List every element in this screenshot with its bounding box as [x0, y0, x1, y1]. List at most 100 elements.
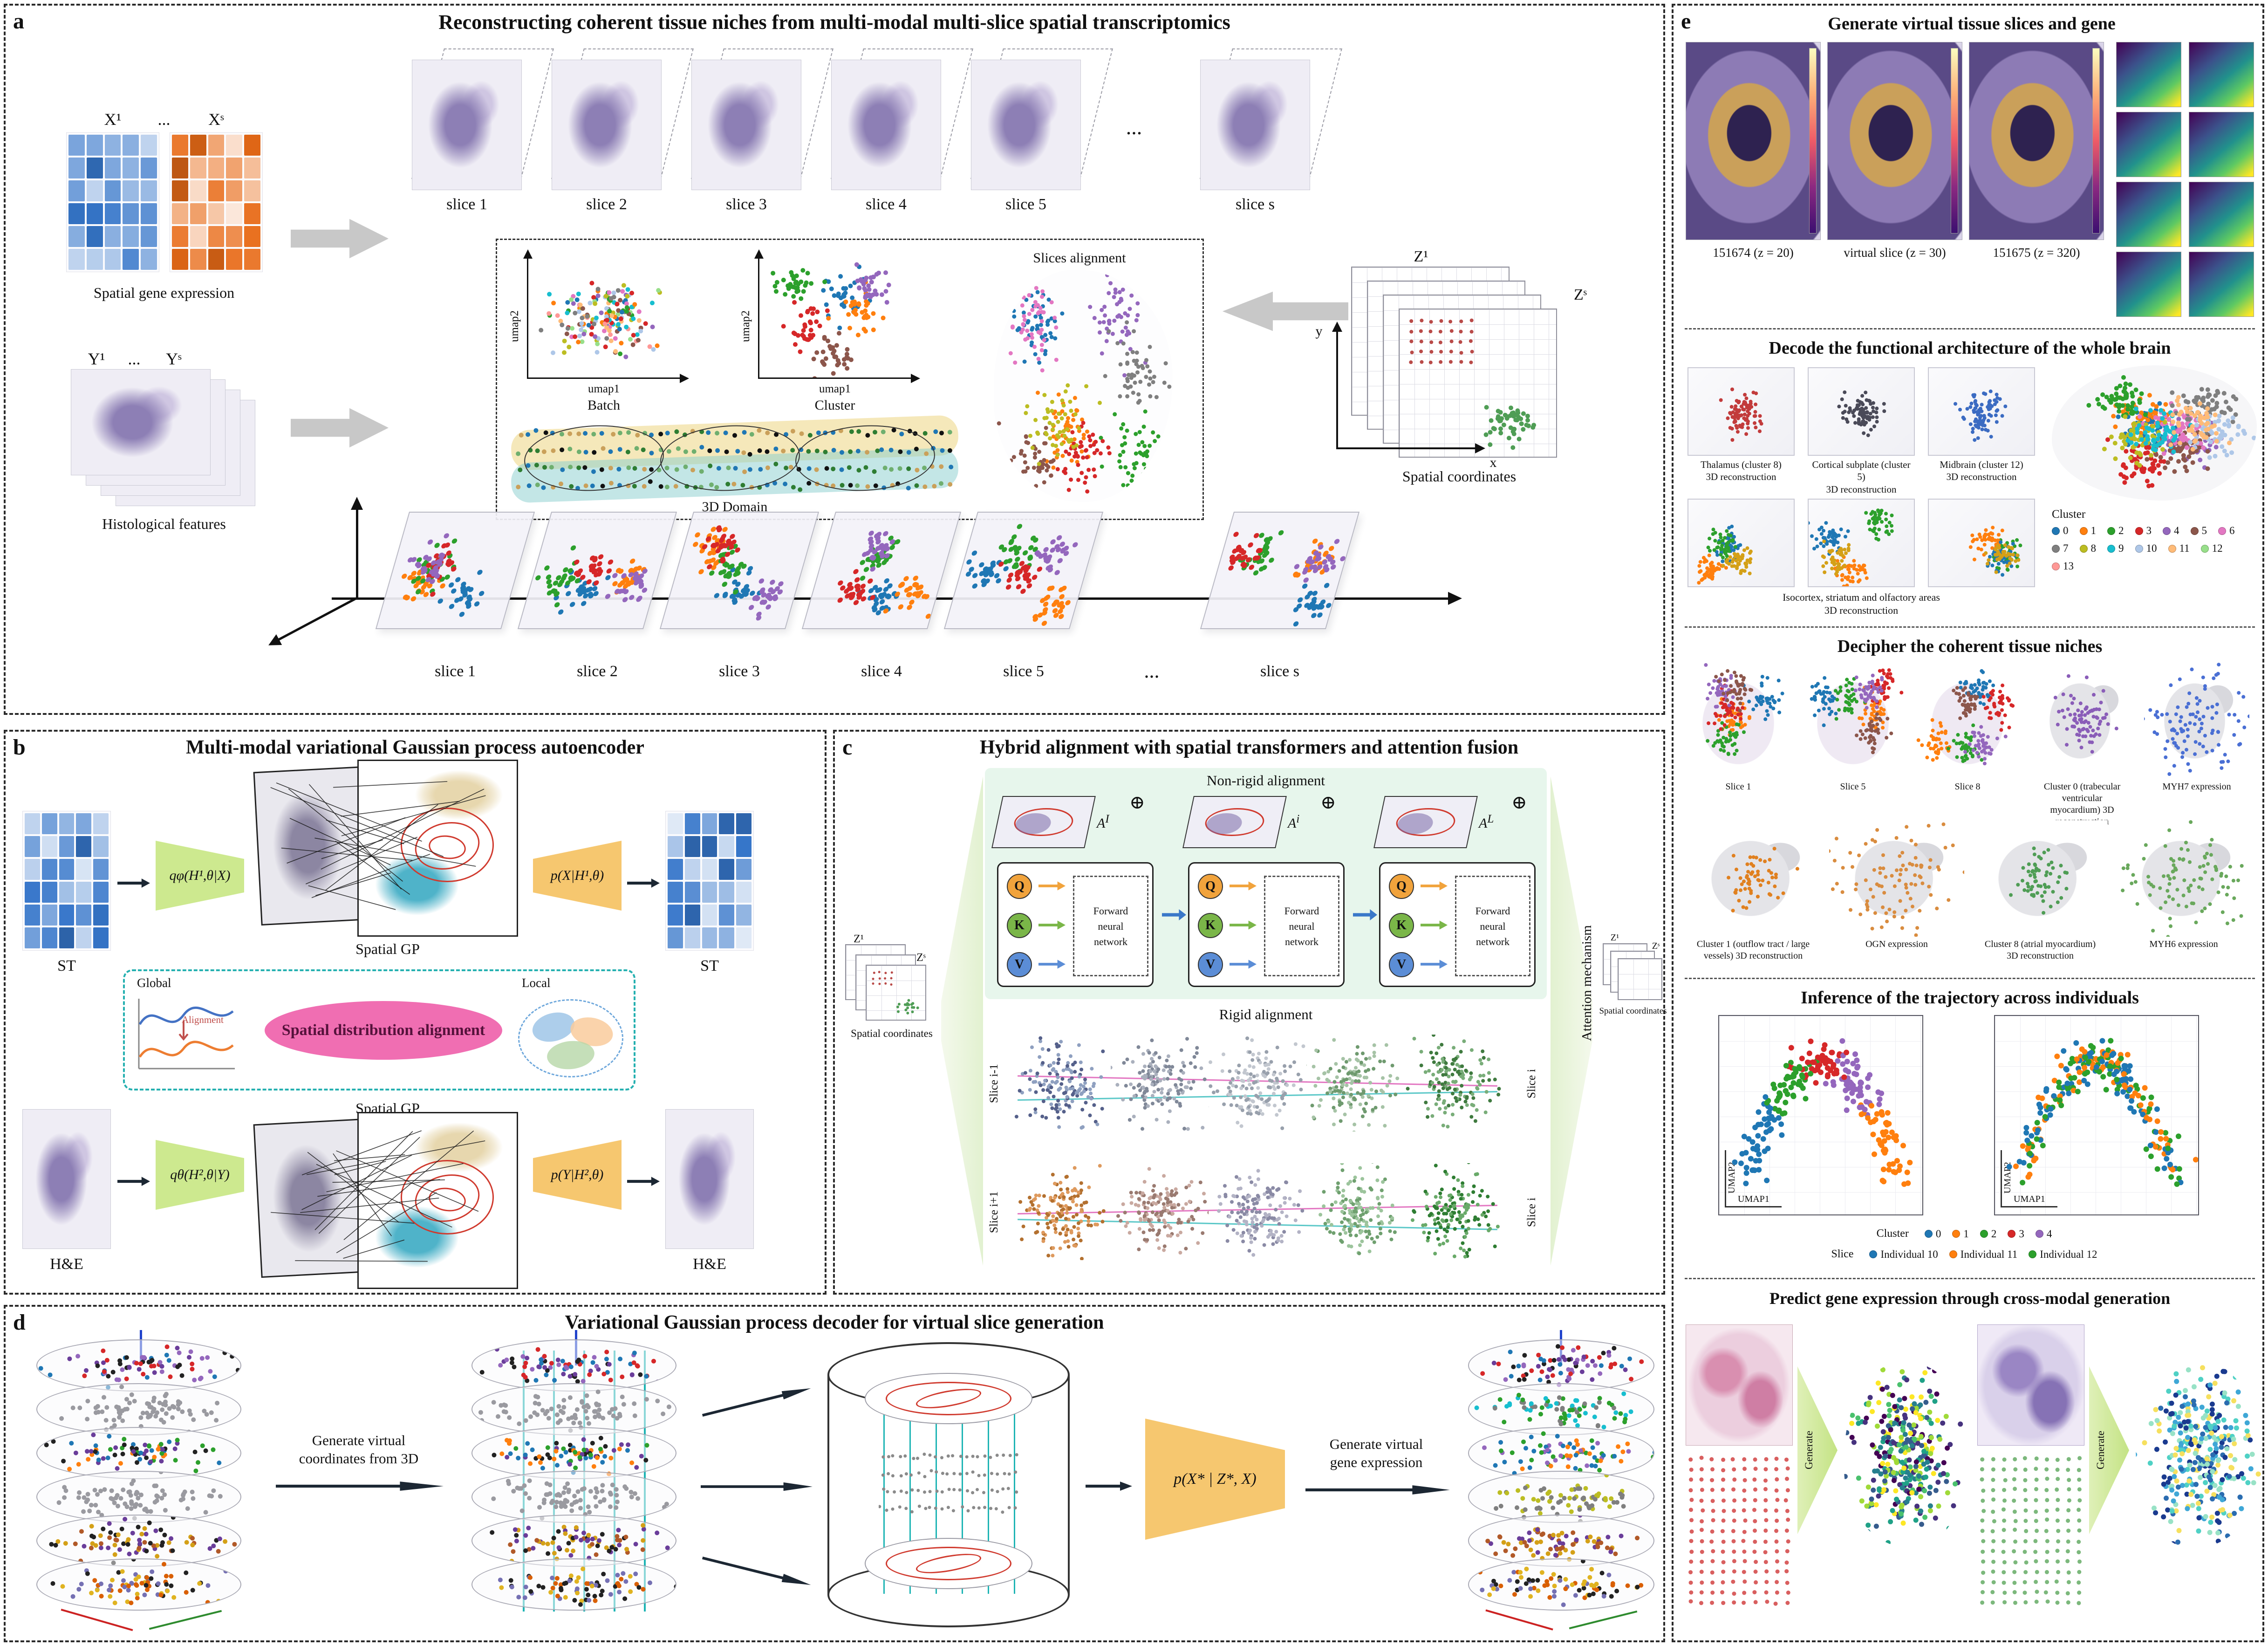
heart-slice-5 — [1800, 663, 1906, 779]
panel-d: d Variational Gaussian process decoder f… — [4, 1305, 1665, 1642]
k-arrow-icon — [1421, 920, 1448, 930]
fan-arrow — [701, 1482, 813, 1491]
coords-caption: Spatial coordinates — [1402, 468, 1517, 485]
section3-title: Decipher the coherent tissue niches — [1837, 637, 2103, 656]
slice-disc — [36, 1558, 241, 1611]
ogn-expression — [1829, 820, 1964, 937]
q-node: Q — [1198, 874, 1223, 899]
he-image-out — [665, 1109, 754, 1249]
contour-slice — [865, 1538, 1032, 1589]
transformer-unit-2: Ai ⊕ Q K V Forward neural network — [1182, 792, 1350, 993]
arrow — [117, 1177, 150, 1186]
slice3d-label: slice 2 — [577, 663, 618, 680]
nonrigid-label: Non-rigid alignment — [1207, 772, 1325, 789]
slice3d-label: slice 5 — [1003, 663, 1044, 680]
umap-batch-xarrow — [680, 374, 689, 383]
coords-card-front — [866, 965, 926, 1021]
z1-label: Z¹ — [1610, 933, 1619, 943]
legend-label: Individual 11 — [1960, 1248, 2018, 1260]
umap-batch-caption: Batch — [587, 398, 620, 413]
trajectory-slice-legend: Slice Individual 10 Individual 11 Indivi… — [1692, 1248, 2248, 1261]
slice3d-1 — [375, 512, 535, 629]
section5-title: Predict gene expression through cross-mo… — [1769, 1289, 2171, 1308]
slice-label: slice 4 — [866, 196, 907, 213]
integration-box: umap2 umap1 Batch umap2 umap1 Cluster Sl… — [496, 239, 1204, 520]
legend-dot — [2079, 544, 2088, 553]
attention-label: Attention mechanism — [1579, 925, 1594, 1042]
pointcloud — [1013, 1163, 1111, 1260]
legend-label: 7 — [2063, 542, 2069, 554]
decoder-x: p(X|H¹,θ) — [533, 841, 622, 911]
legend-label: 8 — [2090, 542, 2097, 554]
k-arrow-icon — [1230, 920, 1257, 930]
gene-feature-map — [2189, 112, 2254, 177]
v-arrow-icon — [1421, 960, 1448, 969]
qkv-block: Q K V Forward neural network — [1379, 862, 1536, 987]
trajectory-cluster-legend: Cluster 0 1 2 3 4 — [1692, 1228, 2248, 1240]
legend-label: Individual 12 — [2040, 1248, 2097, 1260]
brain-caption: virtual slice (z = 30) — [1844, 246, 1946, 260]
slice3d-3 — [659, 512, 820, 629]
legend-title: Slice — [1831, 1248, 1854, 1260]
predicted-expression-2 — [2136, 1362, 2261, 1548]
alignment-small-label: Alignment — [182, 1014, 224, 1025]
zs-label: Zˢ — [1574, 286, 1587, 303]
y-dots: ... — [128, 350, 141, 368]
coords-card-front — [1399, 309, 1557, 458]
slice-label: slice 5 — [1005, 196, 1046, 213]
slice-plane-icon — [1373, 796, 1478, 848]
coords-caption: Spatial coordinates — [1599, 1006, 1667, 1016]
niche-caption: MYH6 expression — [2149, 939, 2218, 949]
legend-item: Individual 10 — [1869, 1248, 1938, 1261]
gen-expr-label: Generate virtual gene expression — [1329, 1436, 1423, 1470]
y1-label: Y¹ — [88, 350, 105, 368]
pointcloud — [1404, 1035, 1502, 1132]
slice-label: slice 2 — [586, 196, 627, 213]
niche-caption: Cluster 8 (atrial myocardium) 3D reconst… — [1984, 939, 2096, 961]
coords-card-front — [1618, 958, 1662, 1000]
plus-circle-icon: ⊕ — [1129, 792, 1145, 813]
legend-label: 9 — [2118, 542, 2124, 554]
slice-plane-icon — [991, 796, 1096, 848]
alignment-banner: Spatial distribution alignment — [265, 1001, 502, 1060]
pointcloud — [1209, 1035, 1306, 1132]
rigid-row-2: Slice i+1 Slice i — [985, 1154, 1547, 1270]
gene-feature-map — [2116, 182, 2181, 247]
encoder-x: qφ(H¹,θ|X) — [156, 841, 244, 911]
he-in-label: H&E — [50, 1255, 83, 1273]
plus-circle-icon: ⊕ — [1511, 792, 1527, 813]
section2-title: Decode the functional architecture of th… — [1769, 338, 2171, 358]
arrow — [117, 878, 150, 888]
slice-prev-label: Slice i-1 — [988, 1064, 1000, 1104]
panel-c-title: Hybrid alignment with spatial transforme… — [979, 737, 1519, 758]
niche-caption: Cluster 1 (outflow tract / large vessels… — [1696, 939, 1810, 961]
legend-dot — [2052, 562, 2060, 570]
slice-image-2 — [552, 60, 662, 190]
k-arrow-icon — [1038, 920, 1066, 930]
colorbar — [1951, 48, 1958, 233]
st-heatmap-in — [22, 811, 111, 951]
legend-label: 10 — [2146, 542, 2157, 554]
niche-caption: Slice 8 — [1954, 782, 1981, 792]
gene-heatmap-1 — [66, 132, 159, 272]
pointcloud — [1111, 1163, 1209, 1260]
ffn-block: Forward neural network — [1264, 876, 1339, 976]
umap-cluster-caption: Cluster — [814, 398, 855, 413]
colorbar — [1809, 48, 1817, 233]
axis3d-diagonal-arrow — [266, 634, 282, 651]
gene-feature-map — [2189, 42, 2254, 107]
k-node: K — [1198, 913, 1223, 938]
recon-isocortex-2 — [1808, 499, 1915, 587]
predicted-expression-1 — [1844, 1362, 1970, 1548]
brain-slice-151675 — [1969, 42, 2104, 240]
legend-dot — [2168, 544, 2176, 553]
legend-dot — [2107, 527, 2115, 535]
axis-red — [61, 1609, 133, 1631]
legend-item: 9 — [2107, 542, 2124, 555]
legend-label: 6 — [2229, 525, 2235, 536]
slice-label: slice 3 — [726, 196, 767, 213]
ffn-block: Forward neural network — [1455, 876, 1530, 976]
slice3d-5 — [943, 512, 1104, 629]
slices-alignment-caption: Slices alignment — [1033, 250, 1126, 266]
transformer-unit-1: AI ⊕ Q K V Forward neural network — [991, 792, 1159, 993]
